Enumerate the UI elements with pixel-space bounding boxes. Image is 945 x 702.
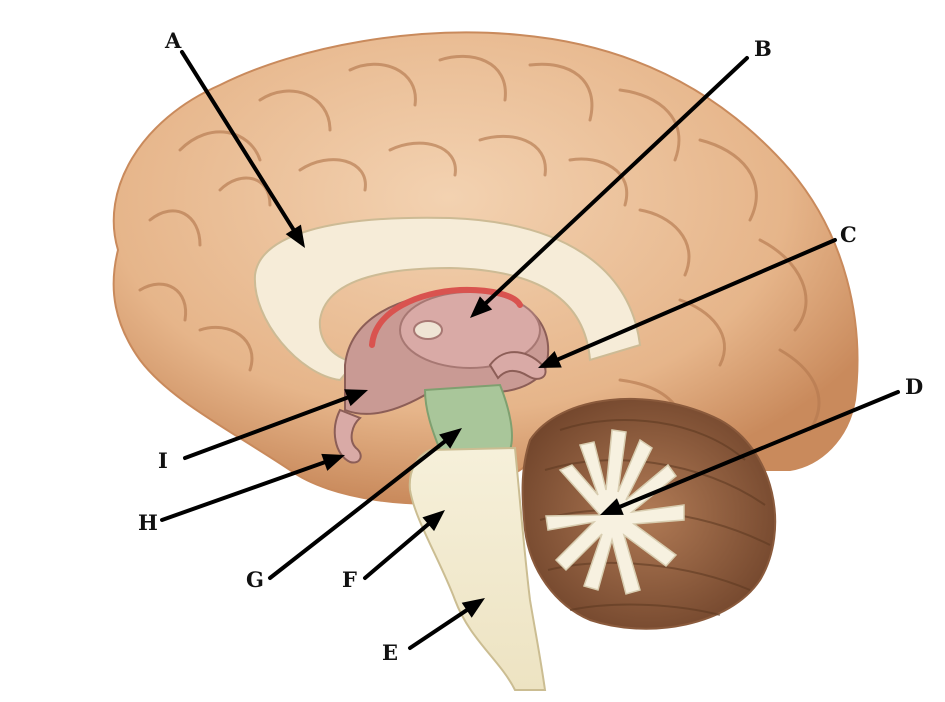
interthalamic-adhesion	[414, 321, 442, 339]
label-b: B	[754, 36, 772, 61]
label-a: A	[164, 28, 182, 53]
label-i: I	[158, 448, 168, 473]
label-c: C	[840, 222, 857, 247]
leader-line-e	[410, 610, 467, 648]
label-d: D	[905, 374, 923, 399]
label-g: G	[246, 567, 264, 592]
midbrain	[425, 385, 512, 450]
leader-line-h	[162, 462, 324, 520]
label-e: E	[382, 640, 398, 665]
label-h: H	[138, 510, 158, 535]
leader-line-f	[365, 524, 428, 578]
label-f: F	[342, 567, 357, 592]
